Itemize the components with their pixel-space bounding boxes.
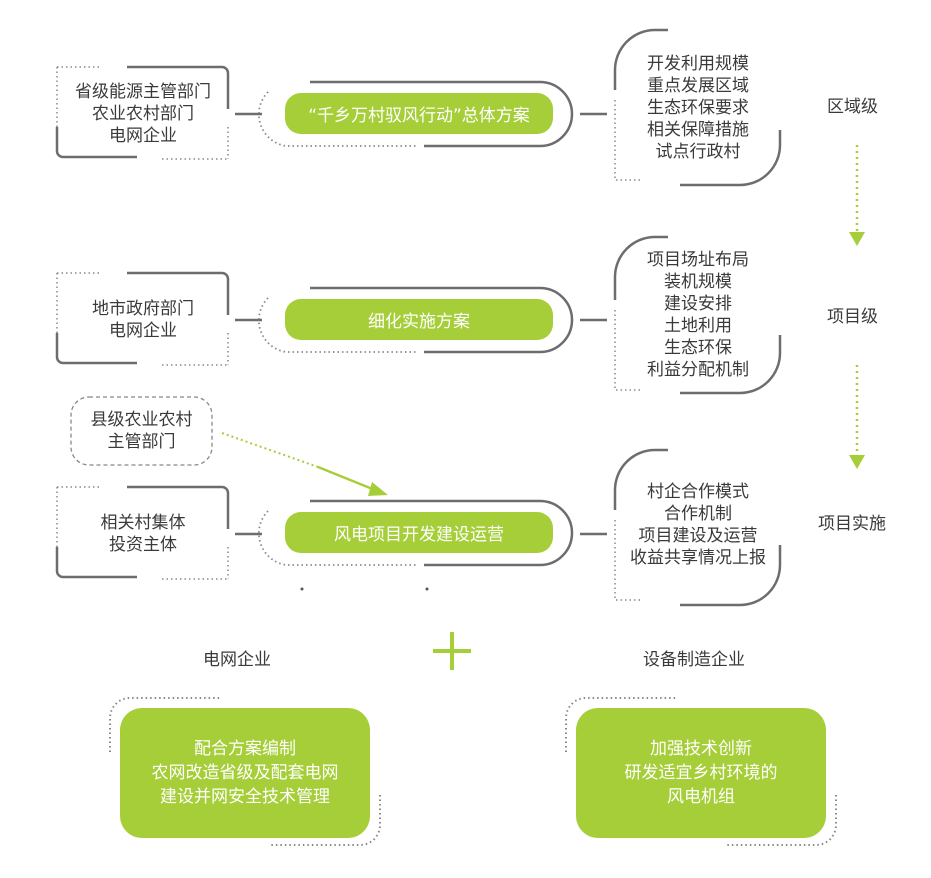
plus-icon	[433, 632, 471, 670]
actor-label: 省级能源主管部门	[75, 82, 211, 102]
actor-label: 电网企业	[109, 126, 177, 146]
content-item: 重点发展区域	[647, 75, 749, 96]
content-item: 土地利用	[664, 316, 732, 336]
actor-label: 电网企业	[109, 321, 177, 341]
content-item: 项目建设及运营	[638, 526, 758, 546]
box-line: 风电机组	[667, 787, 735, 807]
actor-label: 主管部门	[107, 432, 176, 452]
plan-overall: “千乡万村驭风行动”总体方案	[285, 93, 553, 134]
content-item: 开发利用规模	[647, 53, 749, 74]
content-box-implementation: 村企合作模式 合作机制 项目建设及运营 收益共享情况上报	[612, 470, 784, 580]
content-item: 装机规模	[664, 272, 732, 292]
actor-box-provincial: 省级能源主管部门 农业农村部门 电网企业	[57, 70, 229, 158]
content-item: 试点行政村	[655, 141, 741, 162]
content-box-regional: 开发利用规模 重点发展区域 生态环保要求 相关保障措施 试点行政村	[615, 30, 781, 185]
equipment-maker-box: 加强技术创新 研发适宜乡村环境的 风电机组	[576, 708, 826, 838]
content-box-project: 项目场址布局 装机规模 建设安排 土地利用 生态环保 利益分配机制	[615, 237, 781, 393]
box-line: 加强技术创新	[650, 739, 752, 759]
actor-label: 地市政府部门	[92, 299, 194, 319]
equipment-maker-title: 设备制造企业	[643, 650, 745, 670]
content-item: 生态环保	[664, 338, 732, 358]
level-regional: 区域级	[827, 97, 878, 117]
content-item: 村企合作模式	[647, 482, 749, 502]
actor-label: 农业农村部门	[92, 104, 194, 124]
actor-label: 县级农业农村	[90, 410, 193, 430]
box-line: 农网改造省级及配套电网	[151, 763, 339, 783]
actor-box-county: 县级农业农村 主管部门	[71, 397, 212, 465]
content-item: 生态环保要求	[647, 97, 749, 118]
content-item: 利益分配机制	[647, 360, 749, 380]
level-implementation: 项目实施	[818, 514, 886, 534]
content-item: 项目场址布局	[647, 250, 749, 270]
grid-company-title: 电网企业	[203, 650, 271, 670]
content-item: 合作机制	[664, 504, 732, 524]
level-project: 项目级	[827, 307, 878, 327]
content-item: 收益共享情况上报	[630, 548, 766, 568]
actor-label: 投资主体	[109, 535, 177, 555]
actor-box-municipal: 地市政府部门 电网企业	[57, 276, 229, 364]
actor-label: 相关村集体	[100, 513, 186, 533]
content-item: 相关保障措施	[647, 119, 749, 140]
plan-project: 风电项目开发建设运营	[285, 512, 553, 553]
plan-detailed: 细化实施方案	[285, 299, 553, 340]
box-line: 研发适宜乡村环境的	[624, 763, 778, 783]
grid-company-box: 配合方案编制 农网改造省级及配套电网 建设并网安全技术管理	[120, 708, 370, 838]
actor-box-village: 相关村集体 投资主体	[57, 490, 229, 578]
box-line: 配合方案编制	[194, 739, 296, 759]
content-item: 建设安排	[664, 294, 732, 314]
box-line: 建设并网安全技术管理	[160, 787, 330, 807]
